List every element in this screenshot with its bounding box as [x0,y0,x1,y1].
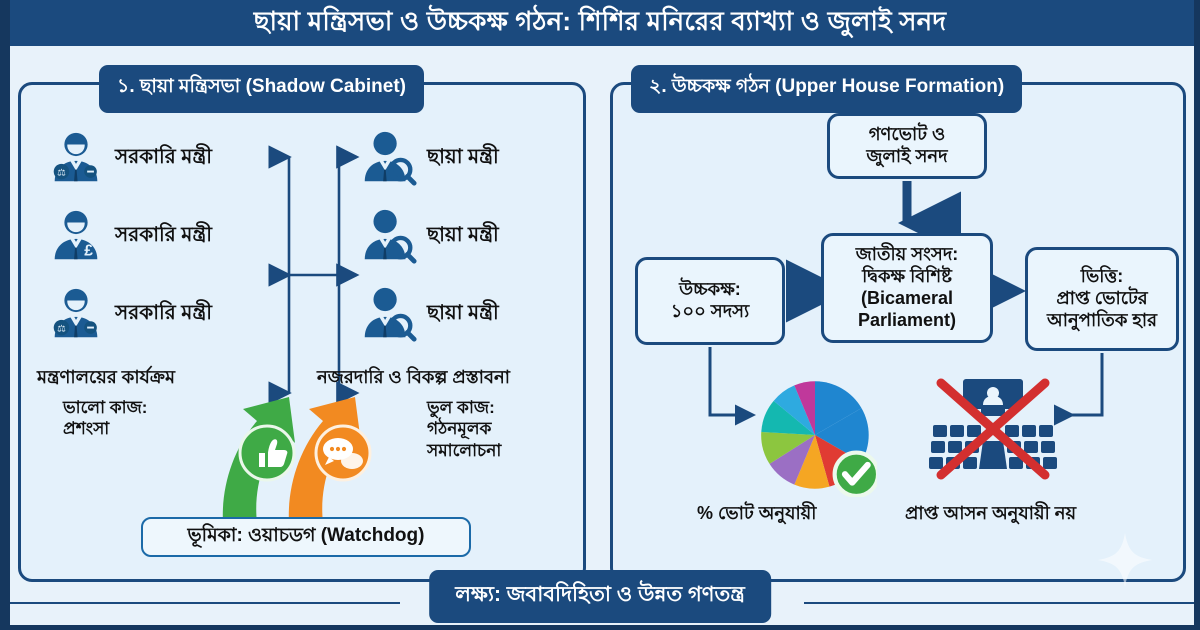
panel-left-title: ১. ছায়া মন্ত্রিসভা (Shadow Cabinet) [99,65,425,113]
government-ministers-column: ⚖ সরকারি মন্ত্রী [45,119,275,353]
upper-house-flow-lines [708,181,1104,426]
parliament-line-1: জাতীয় সংসদ: [855,244,959,265]
government-minister-row: ⚖ সরকারি মন্ত্রী [45,119,275,197]
watchdog-arrows [222,397,372,523]
upper-house-line-2: ১০০ সদস্য [670,301,750,321]
svg-text:⚖: ⚖ [57,167,66,178]
shadow-minister-row: ছায়া মন্ত্রী [357,119,577,197]
referendum-line-2: জুলাই সনদ [866,146,948,166]
minister-justice-icon: ⚖ [45,127,107,189]
panel-right-title: ২. উচ্চকক্ষ গঠন (Upper House Formation) [631,65,1023,113]
seats-caption: প্রাপ্ত আসন অনুযায়ী নয় [905,503,1077,523]
government-minister-label: সরকারি মন্ত্রী [115,301,213,324]
parliament-seats-icon [929,378,1057,480]
shadow-column-caption: নজরদারি ও বিকল্প প্রস্তাবনা [317,367,510,387]
right-edge-bar [1194,0,1200,630]
bad-work-line-3: সমালোচনা [427,440,502,460]
red-cross-icon [936,378,1050,480]
upper-house-box: উচ্চকক্ষ: ১০০ সদস্য [635,257,785,345]
parliament-line-4: Parliament) [857,309,957,330]
shadow-minister-magnifier-icon [357,205,419,267]
pie-caption: % ভোট অনুযায়ী [697,503,817,523]
sparkle-watermark-icon [1098,533,1152,587]
bad-work-text: ভুল কাজ: গঠনমূলক সমালোচনা [427,397,577,461]
good-work-line-2: প্রশংসা [63,419,110,439]
basis-line-2: প্রাপ্ত ভোটের [1056,288,1148,309]
government-minister-row: ⚖ সরকারি মন্ত্রী [45,275,275,353]
header-bar: ছায়া মন্ত্রিসভা ও উচ্চকক্ষ গঠন: শিশির ম… [0,0,1200,46]
shadow-minister-label: ছায়া মন্ত্রী [427,301,499,324]
referendum-line-1: গণভোট ও [868,124,946,145]
referendum-box: গণভোট ও জুলাই সনদ [827,113,987,179]
goal-rule-right [804,601,1194,604]
parliament-box: জাতীয় সংসদ: দ্বিকক্ষ বিশিষ্ট (Bicameral… [821,233,993,343]
goal-banner: লক্ষ্য: জবাবদিহিতা ও উন্নত গণতন্ত্র [429,570,771,623]
goal-rule-left [10,601,400,604]
good-work-text: ভালো কাজ: প্রশংসা [63,397,193,440]
good-work-line-1: ভালো কাজ: [63,398,148,417]
minister-justice-icon: ⚖ [45,283,107,345]
svg-text:⚖: ⚖ [57,323,66,334]
parliament-line-2: দ্বিকক্ষ বিশিষ্ট [862,266,952,287]
shadow-minister-label: ছায়া মন্ত্রী [427,145,499,168]
watchdog-role-box: ভূমিকা: ওয়াচডগ (Watchdog) [141,517,471,557]
government-minister-label: সরকারি মন্ত্রী [115,223,213,246]
pie-chart-icon [761,381,877,497]
bottom-edge-bar [0,625,1200,630]
basis-line-1: ভিত্তি: [1080,266,1124,287]
government-column-caption: মন্ত্রণালয়ের কার্যক্রম [37,367,175,387]
shadow-ministers-column: ছায়া মন্ত্রী ছায়া মন্ত্রী [357,119,577,353]
panel-upper-house: ২. উচ্চকক্ষ গঠন (Upper House Formation) [610,65,1186,582]
upper-house-line-1: উচ্চকক্ষ: [679,279,741,300]
bad-work-line-2: গঠনমূলক [427,419,492,439]
shadow-minister-magnifier-icon [357,283,419,345]
green-check-icon [832,450,877,497]
government-minister-label: সরকারি মন্ত্রী [115,145,213,168]
shadow-minister-magnifier-icon [357,127,419,189]
content-stage: ১. ছায়া মন্ত্রিসভা (Shadow Cabinet) [10,46,1194,625]
bad-work-line-1: ভুল কাজ: [427,398,495,417]
left-edge-bar [0,0,10,630]
parliament-line-3: (Bicameral [860,288,954,308]
shadow-minister-row: ছায়া মন্ত্রী [357,197,577,275]
minister-finance-icon: £ [45,205,107,267]
basis-box: ভিত্তি: প্রাপ্ত ভোটের আনুপাতিক হার [1025,247,1179,351]
shadow-minister-label: ছায়া মন্ত্রী [427,223,499,246]
page-title: ছায়া মন্ত্রিসভা ও উচ্চকক্ষ গঠন: শিশির ম… [253,6,947,36]
government-minister-row: £ সরকারি মন্ত্রী [45,197,275,275]
shadow-minister-row: ছায়া মন্ত্রী [357,275,577,353]
basis-line-3: আনুপাতিক হার [1046,309,1157,330]
panel-shadow-cabinet: ১. ছায়া মন্ত্রিসভা (Shadow Cabinet) [18,65,586,582]
svg-text:£: £ [84,242,93,259]
